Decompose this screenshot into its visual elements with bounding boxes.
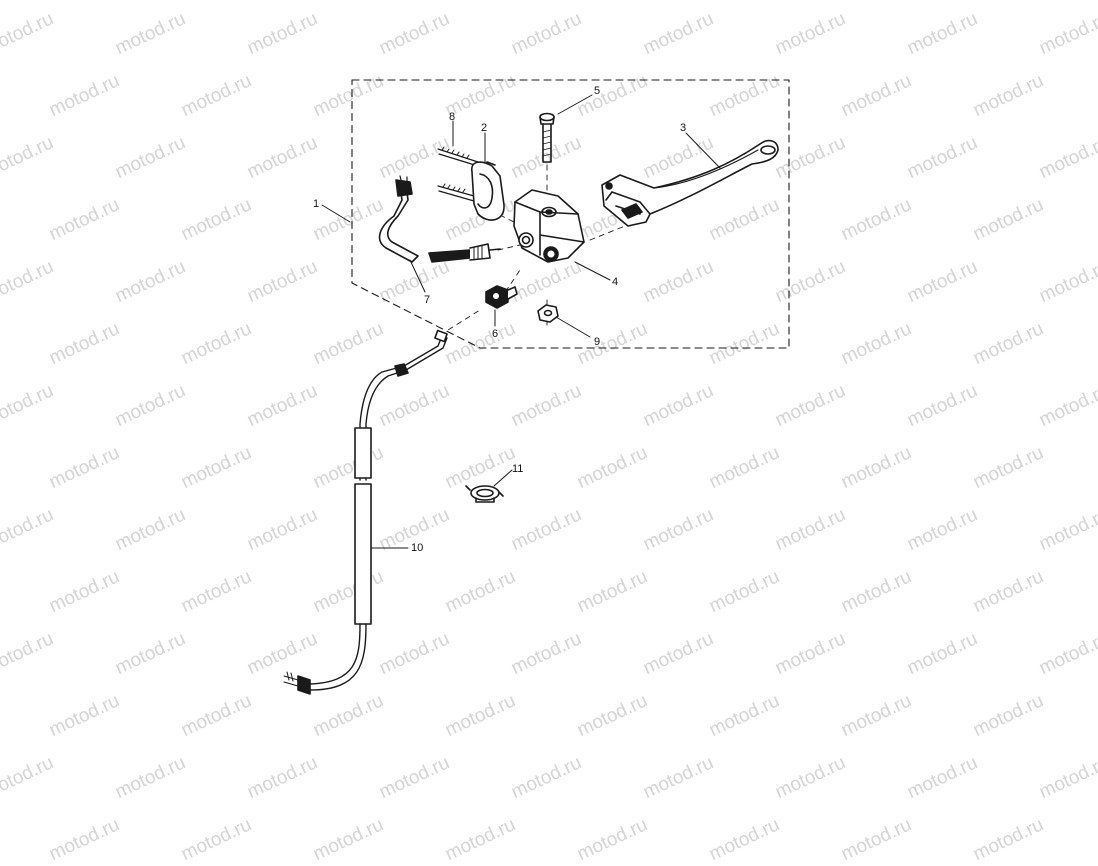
callout-1: 1: [313, 198, 320, 210]
callout-3: 3: [680, 122, 687, 134]
callout-8: 8: [449, 111, 456, 123]
part-2-clamp: [471, 161, 505, 221]
part-6-switch: [485, 285, 518, 309]
part-11-clip: [465, 485, 504, 503]
leader-lines: [321, 94, 721, 549]
part-3-lever: [601, 139, 779, 227]
part-8-screws: [437, 146, 479, 202]
callout-4: 4: [612, 276, 619, 288]
callout-6: 6: [492, 328, 499, 340]
part-5-bolt: [539, 112, 555, 163]
parts-diagram: [283, 79, 790, 695]
assembly-boundary: [351, 79, 790, 349]
part-7-switch-lead: [378, 175, 501, 263]
callout-9: 9: [594, 336, 601, 348]
part-10-cable: [283, 329, 448, 695]
part-4-bracket: [513, 189, 585, 263]
callout-11: 11: [512, 463, 524, 475]
callout-10: 10: [411, 542, 424, 554]
callout-7: 7: [424, 294, 431, 306]
part-9-nut: [537, 304, 559, 323]
callout-5: 5: [594, 85, 601, 97]
callout-2: 2: [481, 122, 488, 134]
